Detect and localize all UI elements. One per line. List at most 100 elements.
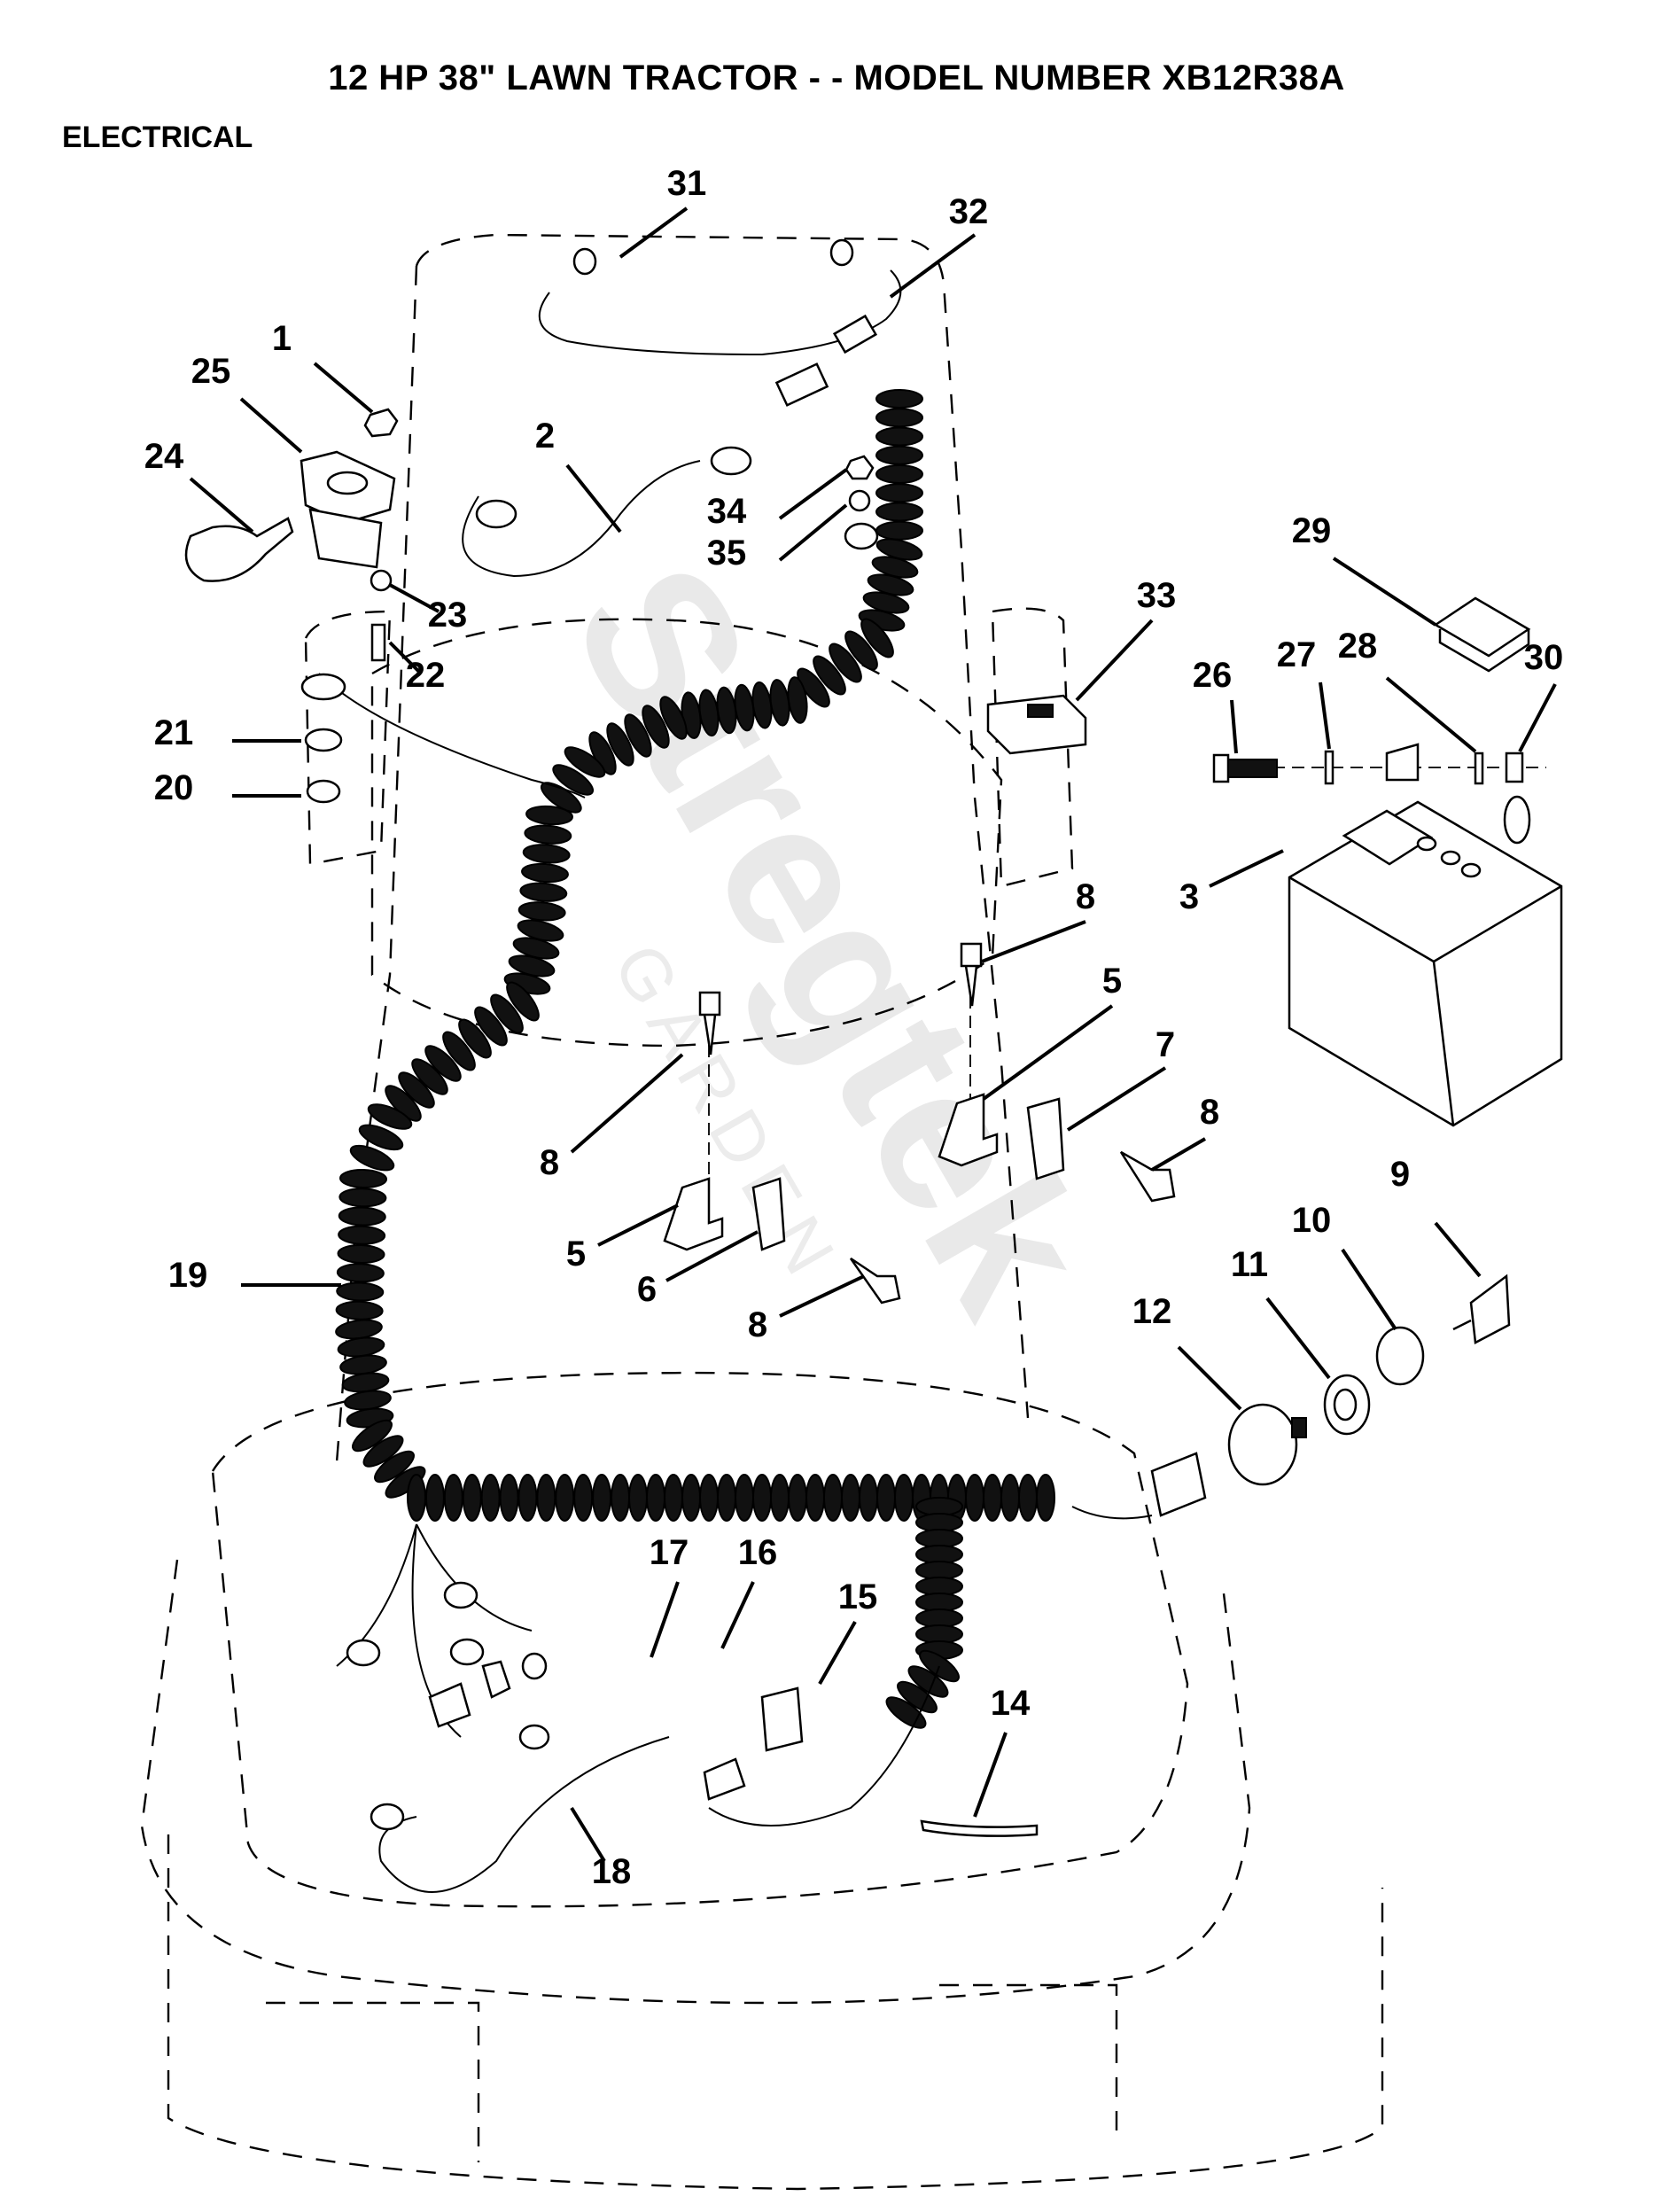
leader-line <box>313 362 374 414</box>
harness-coil-bead <box>841 1474 860 1522</box>
callout-number: 8 <box>540 1143 559 1182</box>
harness-coil-bead <box>1036 1474 1055 1522</box>
harness-coil-bead <box>894 1474 914 1522</box>
ring-terminal-left <box>300 673 346 701</box>
cable-tie-14 <box>920 1819 1039 1837</box>
harness-coil-bead <box>362 1435 404 1468</box>
ring-terminal-d <box>518 1724 550 1750</box>
leader-line <box>1341 1248 1397 1331</box>
ground-wire-18 <box>378 1736 670 1893</box>
harness-coil-bead <box>907 1665 949 1698</box>
callout-washer: 27 <box>1277 635 1331 750</box>
leader-line <box>1434 1221 1482 1278</box>
harness-coil-bead <box>442 1031 476 1071</box>
callout-terminal-cover: 24 <box>144 437 254 534</box>
harness-coil-bead <box>829 643 862 683</box>
callout-nut: 16 <box>720 1533 778 1649</box>
ring-terminal-b <box>346 1639 381 1667</box>
left-switch-assembly <box>663 991 901 1305</box>
fuse-holder <box>428 1682 471 1728</box>
ground-wire-2 <box>462 460 701 578</box>
callouts: 1235567888891011121415161718192021222324… <box>144 164 1564 1891</box>
callout-number: 16 <box>738 1533 778 1572</box>
harness-coil-bead <box>859 1474 878 1522</box>
callout-number: 23 <box>428 596 468 635</box>
lock-washer-28 <box>1474 752 1484 785</box>
ignition-assembly <box>1150 1273 1511 1517</box>
callout-number: 26 <box>1193 656 1233 695</box>
seat-switch-15 <box>760 1686 804 1752</box>
leader-line <box>189 477 254 534</box>
leader-line <box>597 1203 679 1247</box>
callout-battery: 3 <box>1179 849 1284 916</box>
leader-line <box>1332 557 1437 627</box>
callout-screw: 8 <box>1150 1093 1219 1172</box>
harness-coil-bead <box>606 722 634 767</box>
leader-line <box>1209 849 1284 888</box>
right-switch-assembly <box>938 942 1176 1203</box>
harness-coil-bead <box>336 1263 385 1283</box>
connector-top-1 <box>832 314 878 354</box>
callout-screw: 8 <box>981 877 1095 963</box>
leader-line <box>778 468 848 520</box>
harness-coil-bead <box>797 667 830 708</box>
leader-line <box>1150 1137 1207 1172</box>
leader-line <box>1230 699 1238 754</box>
leader-line <box>889 233 977 299</box>
ignition-wire <box>1071 1506 1153 1520</box>
harness-coil-bead <box>352 1419 393 1453</box>
harness-branch-wire <box>318 673 586 798</box>
harness-coil-bead <box>965 1474 984 1522</box>
callout-solenoid: 25 <box>191 352 303 454</box>
bolt-8-lower-left <box>849 1257 901 1305</box>
harness-coil-bead <box>681 1474 701 1522</box>
harness-coil-bead <box>480 1474 501 1522</box>
harness-coil-bead <box>844 630 878 671</box>
harness-coil-bead <box>875 502 923 522</box>
harness-coil-bead <box>336 1281 385 1302</box>
callout-ignition-switch: 12 <box>1132 1292 1242 1411</box>
seat-switch-wire <box>708 1665 940 1826</box>
callout-number: 6 <box>637 1270 657 1309</box>
harness-coil-bead <box>752 1474 772 1522</box>
callout-screw: 8 <box>748 1274 865 1344</box>
harness-coil-bead <box>499 1474 519 1522</box>
nut-20 <box>306 779 341 804</box>
leader-line <box>389 583 440 613</box>
callout-number: 22 <box>406 656 446 695</box>
callout-number: 28 <box>1338 627 1378 666</box>
harness-coil-bead <box>875 520 923 541</box>
bezel-10 <box>1375 1326 1425 1386</box>
lower-parts <box>346 1581 1039 1837</box>
harness-coil-bead <box>341 1372 390 1393</box>
callout-ground-wire: 2 <box>535 417 622 534</box>
leader-line <box>982 1004 1114 1101</box>
callout-number: 8 <box>748 1305 767 1344</box>
battery <box>1288 795 1563 1127</box>
callout-number: 33 <box>1137 576 1177 615</box>
harness-coil-bead <box>367 1103 413 1130</box>
ring-terminal-34 <box>844 522 879 550</box>
callout-screw: 8 <box>540 1053 684 1182</box>
harness-coil-bead <box>374 1450 415 1484</box>
callout-number: 34 <box>707 492 747 531</box>
harness-coil-bead <box>339 1354 387 1375</box>
callout-number: 27 <box>1277 635 1317 674</box>
hex-nut-34 <box>844 455 875 480</box>
washer-21 <box>304 728 343 752</box>
leader-line <box>818 1621 857 1685</box>
leader-line <box>650 1581 680 1658</box>
callout-hex-nut: 34 <box>707 468 848 531</box>
harness-coil-bead <box>344 1390 392 1411</box>
harness-coil-bead <box>823 1474 843 1522</box>
callout-number: 17 <box>650 1533 689 1572</box>
harness-coil-bead <box>536 1474 556 1522</box>
callout-battery-cover: 29 <box>1292 511 1437 627</box>
lock-washer-35 <box>848 489 871 512</box>
callout-number: 29 <box>1292 511 1332 550</box>
leader-line <box>973 1732 1008 1818</box>
callout-wire-harness: 18 <box>570 1806 631 1891</box>
leader-line <box>1177 1345 1242 1411</box>
washer-27 <box>1324 750 1335 785</box>
battery-hardware <box>1212 743 1546 785</box>
